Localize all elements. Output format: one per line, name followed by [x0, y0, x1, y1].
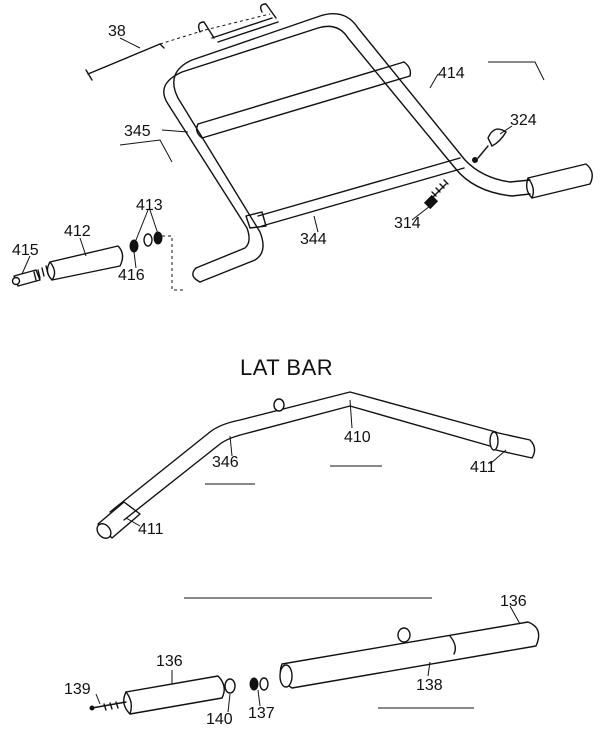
- label-314: 314: [394, 215, 421, 232]
- frame-assembly: [11, 3, 593, 291]
- label-346: 346: [212, 454, 239, 471]
- label-412: 412: [64, 223, 91, 240]
- callout-labels: 38 414 345 324 413 412 415 416 344 314 L…: [12, 23, 537, 728]
- label-411-right: 411: [470, 459, 496, 476]
- handle-412: [46, 245, 124, 281]
- grip-411-right: [489, 431, 536, 459]
- washers-137: [249, 677, 269, 691]
- leader-lines: [21, 37, 521, 713]
- label-414: 414: [438, 65, 465, 82]
- tube-138-ring: [397, 627, 411, 643]
- label-324: 324: [510, 112, 537, 129]
- extension-bar-assembly: [89, 597, 540, 715]
- label-136-left: 136: [156, 653, 183, 670]
- upper-crossbar: [197, 61, 411, 139]
- label-416: 416: [118, 267, 145, 284]
- label-344: 344: [300, 231, 327, 248]
- section-heading-lat-bar: LAT BAR: [240, 355, 333, 380]
- label-411-left: 411: [138, 521, 164, 538]
- lat-bar-ring: [273, 398, 285, 412]
- label-139: 139: [64, 681, 91, 698]
- frame-grip-right: [525, 163, 593, 199]
- sleeve-136-left: [123, 675, 225, 715]
- label-138: 138: [416, 677, 443, 694]
- label-410: 410: [344, 429, 371, 446]
- label-413: 413: [136, 197, 163, 214]
- label-140: 140: [206, 711, 233, 728]
- frame-tube-414: [173, 13, 531, 283]
- knob-415: [11, 265, 49, 287]
- frame-end-left: [192, 267, 201, 283]
- label-136-right: 136: [500, 593, 527, 610]
- pin-139: [89, 701, 127, 711]
- lat-bar-assembly: [96, 391, 536, 539]
- label-137: 137: [248, 705, 275, 722]
- label-345: 345: [124, 123, 151, 140]
- label-415: 415: [12, 242, 39, 259]
- washer-140: [224, 678, 236, 694]
- lower-crossbar-344: [257, 157, 465, 227]
- grip-411-left: [96, 501, 141, 539]
- top-hardware: [197, 3, 279, 43]
- frame-tube-414-inner: [163, 25, 531, 269]
- pin-38: [85, 43, 165, 81]
- label-38: 38: [108, 23, 126, 40]
- lat-bar-410: [109, 391, 497, 513]
- clip-324: [472, 128, 507, 163]
- spring-314: [423, 179, 449, 210]
